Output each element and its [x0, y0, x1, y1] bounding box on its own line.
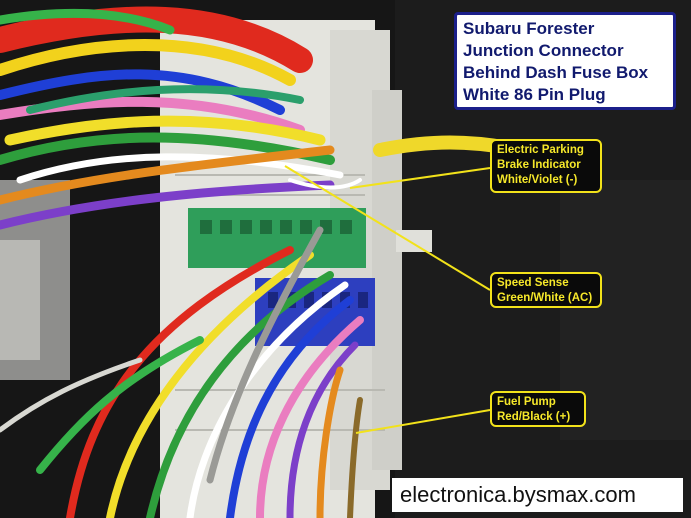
callout-text: Green/White (AC): [497, 292, 593, 304]
callout-parking-brake: Electric Parking Brake Indicator White/V…: [490, 139, 602, 193]
callout-text: Electric Parking: [497, 144, 584, 156]
callout-text: Red/Black (+): [497, 411, 571, 423]
callout-speed-sense: Speed Sense Green/White (AC): [490, 272, 602, 308]
callout-fuel-pump: Fuel Pump Red/Black (+): [490, 391, 586, 427]
title-line: Junction Connector: [463, 41, 624, 60]
watermark-label: electronica.bysmax.com: [392, 478, 683, 512]
title-line: Subaru Forester: [463, 19, 595, 38]
callout-text: Brake Indicator: [497, 159, 581, 171]
title-line: White 86 Pin Plug: [463, 85, 606, 104]
title-box: Subaru Forester Junction Connector Behin…: [454, 12, 676, 110]
callout-text: Speed Sense: [497, 277, 569, 289]
callout-text: White/Violet (-): [497, 174, 578, 186]
callout-text: Fuel Pump: [497, 396, 556, 408]
title-line: Behind Dash Fuse Box: [463, 63, 649, 82]
